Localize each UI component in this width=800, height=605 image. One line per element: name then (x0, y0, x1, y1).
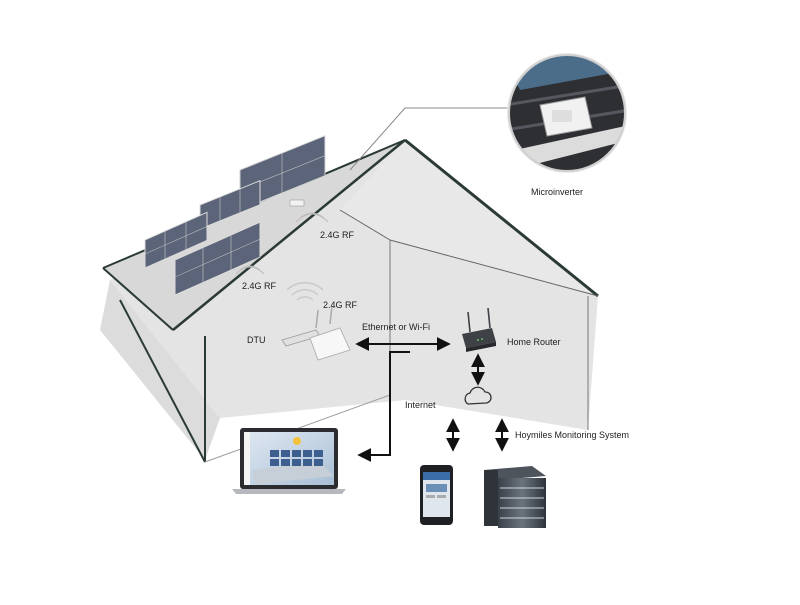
ethernet-wifi-label: Ethernet or Wi-Fi (362, 322, 431, 332)
home-router-icon (462, 307, 496, 352)
callout-line (349, 107, 510, 171)
rf-left-label: 2.4G RF (242, 281, 277, 291)
server-icon (484, 466, 546, 528)
rf-dtu-label: 2.4G RF (323, 300, 358, 310)
solar-panels (144, 134, 326, 296)
cloud-icon (464, 386, 492, 405)
monitoring-system-label: Hoymiles Monitoring System (515, 430, 630, 440)
dtu-label: DTU (247, 335, 266, 345)
wifi-signal-icon (286, 282, 324, 301)
connections (355, 337, 509, 462)
home-router-label: Home Router (507, 337, 561, 347)
internet-label: Internet (405, 400, 436, 410)
laptop-arrow (357, 351, 410, 462)
laptop-icon (232, 428, 346, 494)
microinverter-icon (289, 199, 305, 207)
dtu-icon (281, 305, 351, 361)
rf-waves (235, 212, 329, 275)
microinverter-label: Microinverter (531, 187, 584, 197)
rf-roof-label: 2.4G RF (320, 230, 355, 240)
smartphone-icon (420, 465, 453, 525)
microinverter-closeup-icon (507, 53, 627, 173)
